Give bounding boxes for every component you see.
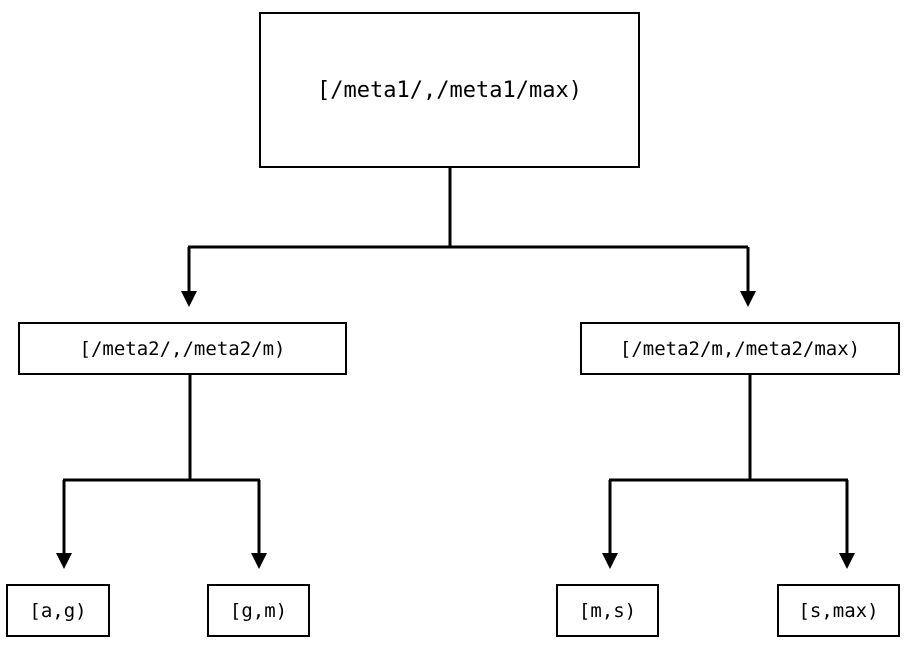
arrowhead-icon [839, 553, 855, 569]
tree-node-leaf-smax[interactable]: [s,max) [777, 584, 900, 637]
tree-node-mid-right[interactable]: [/meta2/m,/meta2/max) [580, 322, 900, 375]
arrowhead-icon [181, 291, 197, 307]
tree-node-mid-left[interactable]: [/meta2/,/meta2/m) [18, 322, 347, 375]
arrowhead-icon [56, 553, 72, 569]
edge-root-to-mid [181, 168, 756, 307]
edge-midleft-to-leaves [56, 375, 267, 569]
tree-node-leaf-gm[interactable]: [g,m) [207, 584, 310, 637]
arrowhead-icon [602, 553, 618, 569]
arrowhead-icon [251, 553, 267, 569]
tree-node-leaf-ms[interactable]: [m,s) [556, 584, 659, 637]
edge-midright-to-leaves [602, 375, 855, 569]
tree-node-leaf-ag[interactable]: [a,g) [6, 584, 110, 637]
tree-node-root[interactable]: [/meta1/,/meta1/max) [259, 12, 640, 168]
arrowhead-icon [740, 291, 756, 307]
